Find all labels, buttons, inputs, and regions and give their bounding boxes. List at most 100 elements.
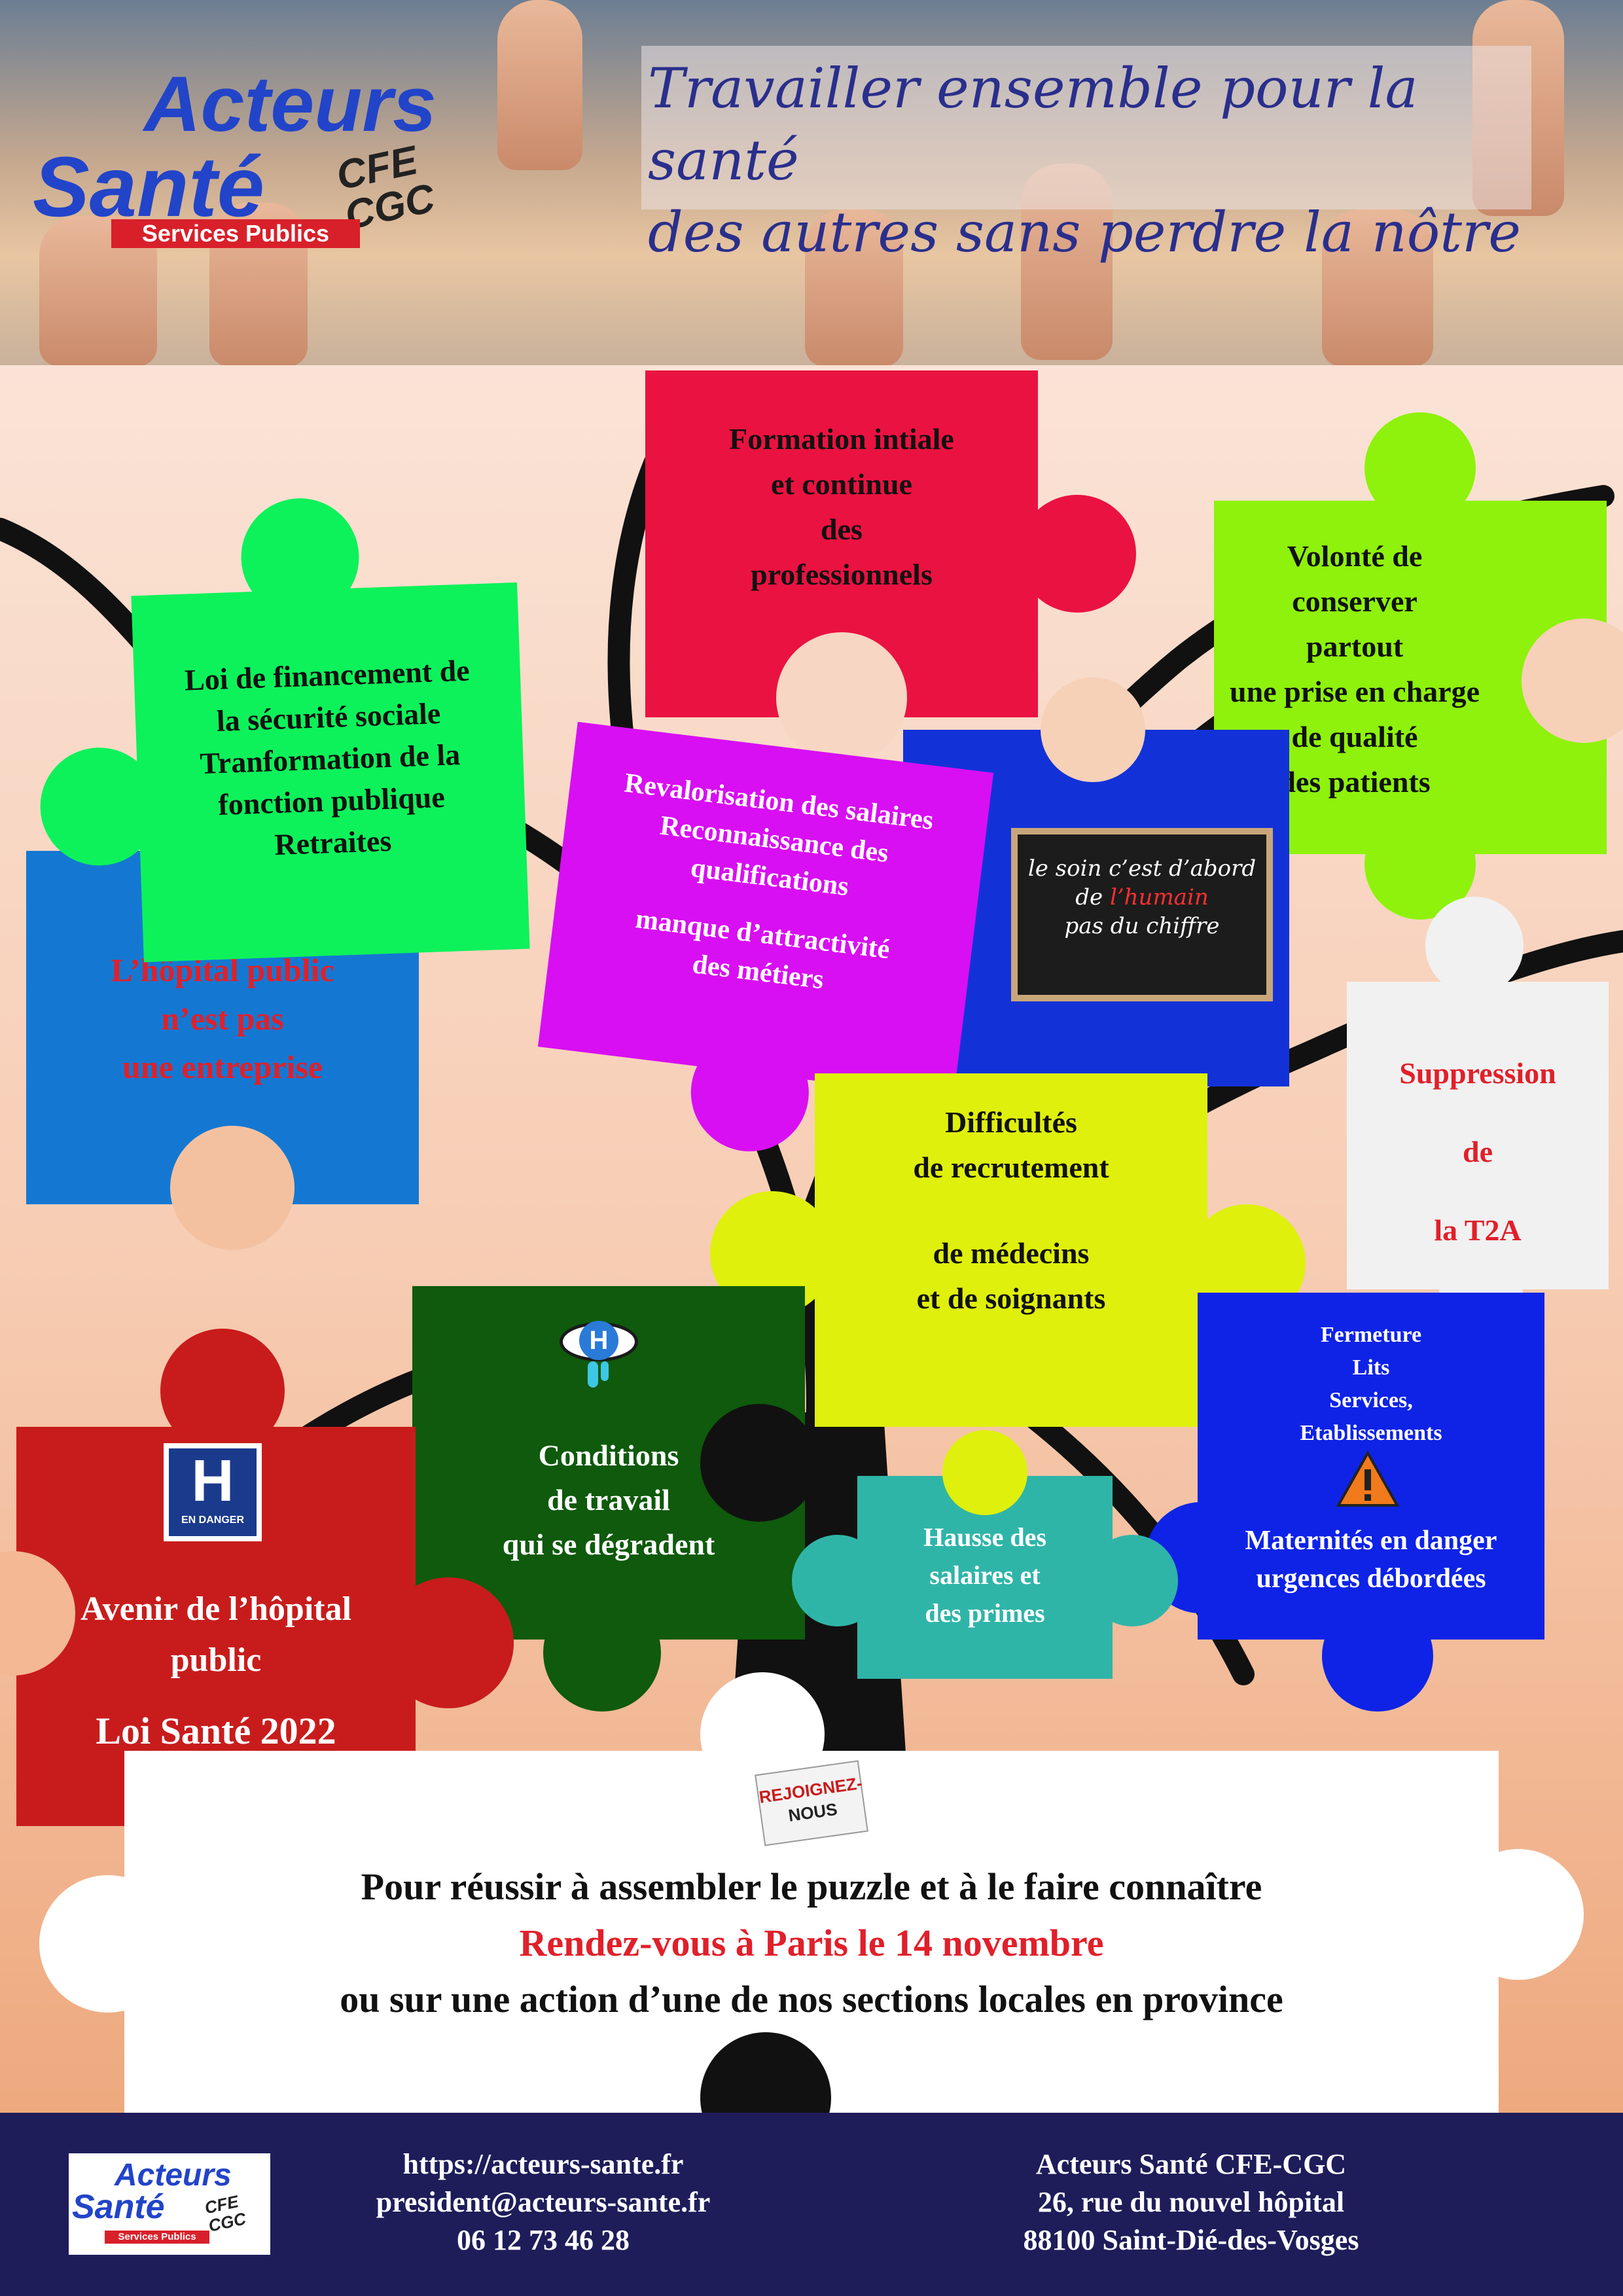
h-letter: H [191, 1448, 234, 1514]
puzzle-piece-fermeture: Fermeture Lits Services, Etablissements … [1145, 1293, 1544, 1712]
piece-notch [942, 1430, 1027, 1515]
piece-tab [792, 1535, 883, 1626]
piece-tab [383, 1577, 514, 1708]
piece-tab [1425, 897, 1524, 995]
puzzle-piece-volonte: Volonté de conserver partout une prise e… [1214, 412, 1623, 920]
text-line: de médecins [933, 1236, 1090, 1270]
piece-tab [1086, 1535, 1178, 1626]
text-line: des primes [925, 1598, 1045, 1628]
fermeture-text: Fermeture Lits Services, Etablissements [1198, 1319, 1544, 1450]
logo-tagline: Services Publics [111, 219, 360, 248]
text-line: de recrutement [913, 1151, 1109, 1184]
footer-logo-tagline: Services Publics [105, 2231, 209, 2244]
text-line: Hausse des [923, 1522, 1046, 1552]
text-line: une entreprise [122, 1049, 323, 1085]
piece-tab [543, 1594, 661, 1712]
text-line: conserver [1292, 584, 1418, 618]
text-line: professionnels [751, 558, 933, 591]
logo: Acteurs Santé CFE CGC Services Publics [26, 59, 484, 268]
text-line [815, 1190, 1207, 1230]
eye-iris: H [579, 1321, 618, 1360]
title-line-2: des autres sans perdre la nôtre [648, 200, 1521, 264]
piece-tab [160, 1329, 285, 1453]
puzzle-piece-formation: Formation intiale et continue des profes… [645, 370, 1136, 763]
text-line: des [821, 512, 863, 546]
thumb-decoration [805, 209, 903, 365]
text-line: la T2A [1434, 1213, 1522, 1247]
text-line: Fermeture [1320, 1323, 1422, 1347]
text-line: Lits [1352, 1355, 1390, 1380]
text-line: Conditions [538, 1439, 679, 1472]
cta-line-2: Rendez-vous à Paris le 14 novembre [519, 1922, 1104, 1964]
puzzle-piece-loi-financement: Loi de financement de la sécurité social… [38, 496, 530, 963]
text-line: partout [1306, 630, 1404, 663]
avenir-text: Avenir de l’hôpital public Loi Santé 202… [16, 1584, 416, 1757]
text-line: urgences débordées [1256, 1564, 1486, 1594]
h-sign-inner: H EN DANGER [169, 1448, 257, 1536]
footer: Acteurs Santé CFE CGC Services Publics h… [0, 2113, 1623, 2296]
logo-word-sante: Santé [33, 139, 265, 234]
piece-notch [776, 632, 907, 763]
footer-logo: Acteurs Santé CFE CGC Services Publics [69, 2153, 270, 2255]
title-backdrop [641, 46, 1531, 209]
address-line-1: 26, rue du nouvel hôpital [1037, 2186, 1345, 2218]
text-line: de travail [547, 1483, 670, 1516]
footer-address: Acteurs Santé CFE-CGC 26, rue du nouvel … [929, 2145, 1453, 2259]
text-line: de qualité [1291, 720, 1418, 753]
piece-notch [1522, 619, 1623, 743]
text-line: qui se dégradent [502, 1528, 715, 1561]
org-name: Acteurs Santé CFE-CGC [1035, 2148, 1347, 2180]
text-line: des patients [1279, 765, 1431, 798]
piece-tab [1453, 1849, 1584, 1980]
difficultes-text: Difficultés de recrutement de médecins e… [815, 1100, 1207, 1321]
chalk-line: pas du chiffre [1064, 913, 1220, 939]
piece-tab [39, 1875, 177, 2013]
thumb-decoration [1322, 209, 1433, 365]
puzzle-piece-difficultes: Difficultés de recrutement de médecins e… [710, 1073, 1306, 1427]
crying-eye-icon: H [556, 1316, 641, 1388]
chalkboard-sign: le soin c’est d’abord de l’humain pas du… [1011, 828, 1273, 1001]
footer-logo-acteurs: Acteurs [115, 2158, 232, 2193]
chalk-line: le soin c’est d’abord [1027, 855, 1257, 882]
puzzle-piece-hausse: Hausse des salaires et des primes [792, 1430, 1178, 1679]
maternites-text: Maternités en danger urgences débordées [1198, 1522, 1544, 1598]
suppression-text: Suppression de la T2A [1347, 1034, 1609, 1270]
text-line: Avenir de l’hôpital [80, 1590, 352, 1628]
footer-logo-sante: Santé [72, 2188, 165, 2226]
phone-number: 06 12 73 46 28 [457, 2224, 630, 2256]
piece-tab [1018, 495, 1136, 613]
text-line: salaires et [929, 1560, 1041, 1590]
puzzle-piece-conditions: H Conditions de travail qui se dégradent [412, 1286, 818, 1712]
page-title: Travailler ensemble pour la santé des au… [648, 52, 1564, 268]
title-line-1: Travailler ensemble pour la santé [648, 56, 1418, 192]
conditions-text: Conditions de travail qui se dégradent [412, 1433, 805, 1567]
piece-notch [170, 1126, 294, 1250]
text-line: Maternités en danger [1245, 1526, 1497, 1556]
text-line: Loi Santé 2022 [96, 1710, 336, 1752]
hopital-public-text: L’hôpital public n’est pas une entrepris… [26, 946, 419, 1091]
puzzle-piece-revalorisation: Revalorisation des salaires Reconnaissan… [537, 721, 994, 1158]
cta-text: Pour réussir à assembler le puzzle et à … [124, 1859, 1499, 2028]
piece-tab [1364, 412, 1476, 524]
address-line-2: 88100 Saint-Dié-des-Vosges [1023, 2224, 1359, 2256]
text-line: Formation intiale [729, 422, 954, 456]
tear [588, 1361, 598, 1388]
volonte-text: Volonté de conserver partout une prise e… [1214, 533, 1495, 804]
footer-contact: https://acteurs-sante.fr president@acteu… [314, 2145, 772, 2259]
text-line: et de soignants [916, 1282, 1106, 1315]
cta-line-3: ou sur une action d’une de nos sections … [340, 1978, 1283, 2020]
text-line: et continue [771, 467, 912, 501]
revalorisation-text: Revalorisation des salaires Reconnaissan… [548, 757, 989, 1016]
text-line: Etablissements [1300, 1421, 1442, 1445]
loi-financement-text: Loi de financement de la sécurité social… [134, 648, 527, 870]
website-link[interactable]: https://acteurs-sante.fr [402, 2148, 684, 2180]
chalk-word-red: l’humain [1109, 884, 1209, 910]
formation-text: Formation intiale et continue des profes… [645, 416, 1038, 597]
text-line: une prise en charge [1229, 675, 1480, 708]
piece-notch [1041, 677, 1145, 782]
text-line: de [1463, 1135, 1493, 1168]
piece-notch [700, 1404, 818, 1522]
email-link[interactable]: president@acteurs-sante.fr [376, 2186, 711, 2218]
text-line: Difficultés [945, 1105, 1077, 1139]
piece-tab [1322, 1600, 1433, 1712]
